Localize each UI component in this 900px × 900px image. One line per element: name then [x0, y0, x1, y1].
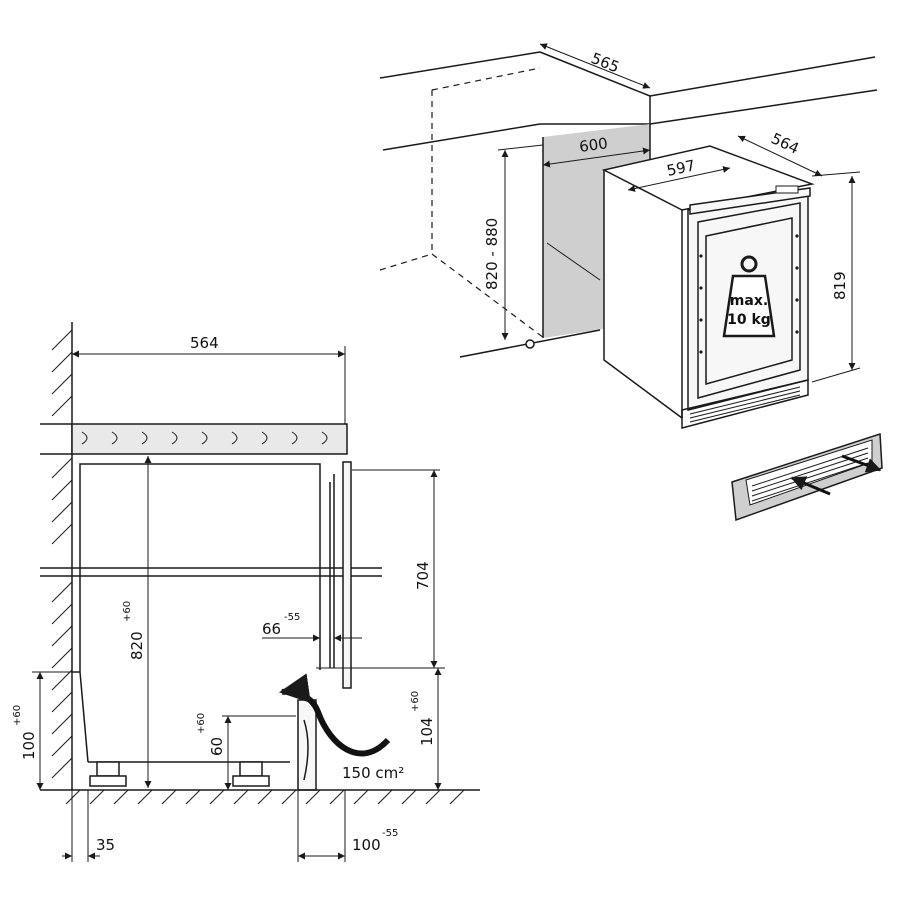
niche-outline — [379, 67, 545, 339]
dim-niche-depth: 565 — [589, 49, 622, 76]
door-section — [342, 461, 352, 689]
dim-vent-area: 150 cm² — [342, 764, 404, 782]
plinth — [297, 699, 317, 791]
load-max-label: max. — [730, 293, 768, 309]
dim-niche-height: 820 - 880 — [483, 218, 501, 290]
dim-inner-height: 820 — [128, 631, 146, 660]
isometric-view: 565 600 820 - 880 — [379, 43, 883, 522]
ventilation-grille — [731, 432, 883, 522]
appliance-top — [601, 145, 815, 211]
door-handle — [689, 187, 811, 215]
dim-foot-height-tolerance: +60 — [196, 713, 207, 734]
dim-vent-depth: 100 — [352, 836, 381, 854]
section-view: 564 — [12, 322, 480, 862]
feet — [89, 761, 270, 787]
appliance-section — [79, 463, 321, 672]
dim-appliance-height: 819 — [831, 271, 849, 300]
dim-plinth-right: 104 — [418, 717, 436, 746]
dim-door-height: 704 — [414, 561, 432, 590]
dim-appliance-depth: 564 — [768, 129, 802, 157]
dim-vent-depth-tolerance: -55 — [382, 828, 398, 839]
weight-icon: max. 10 kg — [722, 255, 776, 338]
floor-hatch — [65, 789, 465, 805]
dim-plinth-right-tolerance: +60 — [410, 691, 421, 712]
dim-plinth-left: 100 — [20, 731, 38, 760]
wall-hatch — [51, 329, 73, 779]
dim-appliance-width: 597 — [665, 156, 697, 180]
dim-inner-height-tolerance: +60 — [122, 601, 133, 622]
foot-icon — [525, 339, 535, 349]
dim-gap: 66 — [262, 620, 281, 638]
airflow-arrow — [279, 673, 391, 757]
dim-plinth-left-tolerance: +60 — [12, 705, 23, 726]
dim-foot-height: 60 — [208, 737, 226, 756]
dim-niche-width: 600 — [578, 134, 609, 156]
dim-wall-offset: 35 — [96, 836, 115, 854]
dim-gap-tolerance: -55 — [284, 612, 300, 623]
load-weight-label: 10 kg — [727, 312, 771, 328]
worktop — [71, 423, 348, 455]
dim-section-depth: 564 — [190, 334, 219, 352]
